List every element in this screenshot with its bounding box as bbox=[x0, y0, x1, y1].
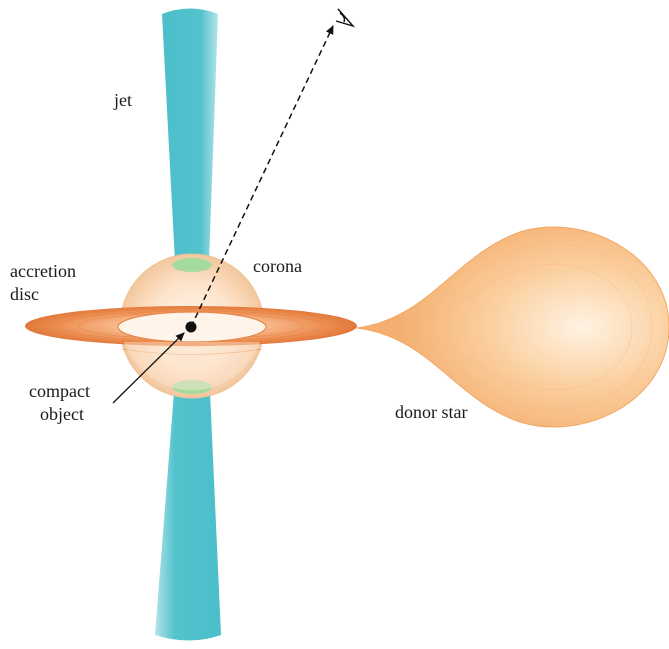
lower-jet bbox=[155, 392, 221, 641]
upper-jet-base bbox=[172, 258, 212, 272]
compact-object-label-line2: object bbox=[40, 404, 84, 424]
jet-label: jet bbox=[113, 90, 132, 110]
compact-object-label-line1: compact bbox=[29, 381, 90, 401]
accretion-disc-label-line2: disc bbox=[10, 284, 39, 304]
upper-jet bbox=[162, 9, 218, 263]
accretion-disc-label-line1: accretion bbox=[10, 261, 76, 281]
donor-star-label: donor star bbox=[395, 402, 467, 422]
eye-icon bbox=[336, 9, 353, 26]
corona-label: corona bbox=[253, 256, 302, 276]
corona-front bbox=[124, 342, 260, 390]
donor-star bbox=[357, 227, 669, 427]
